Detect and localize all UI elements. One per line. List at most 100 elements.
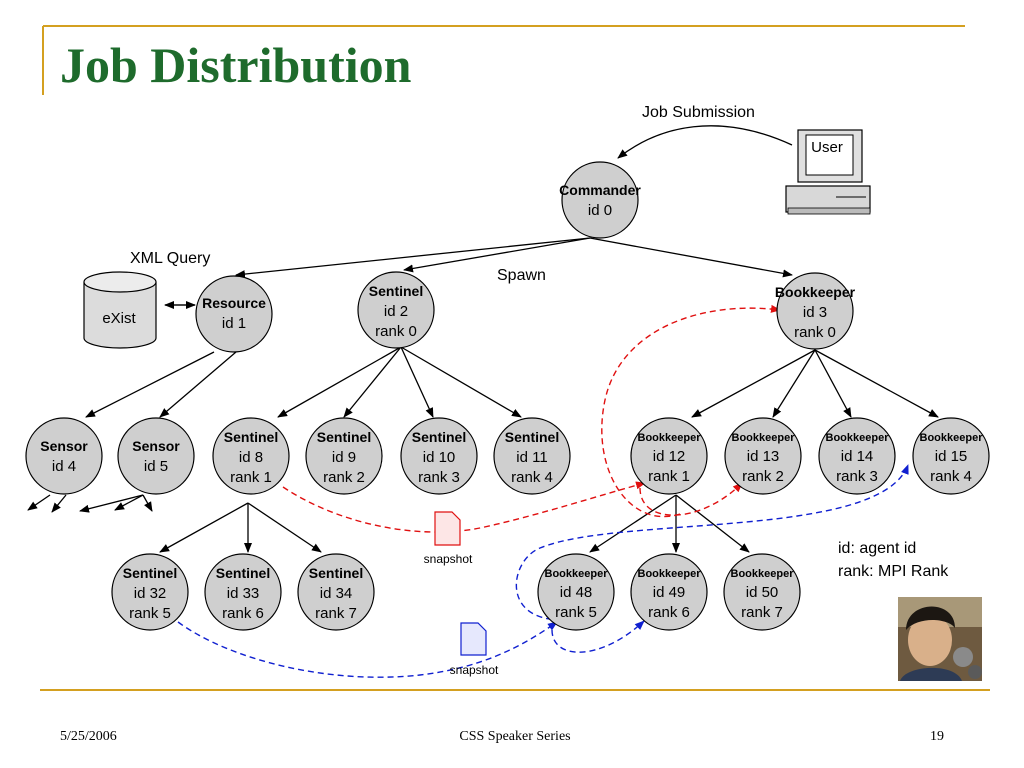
node-rank: rank 1: [648, 468, 690, 485]
node-id: id 33: [227, 585, 260, 602]
node-resource: Resource id 1: [195, 275, 273, 353]
legend-id: id: agent id: [838, 540, 916, 557]
node-sensor-4: Sensor id 4: [25, 417, 103, 495]
node-sentinel-9: Sentinel id 9 rank 2: [305, 417, 383, 495]
node-sentinel-11: Sentinel id 11 rank 4: [493, 417, 571, 495]
node-id: id 4: [52, 458, 76, 475]
agent-nodes: Commander id 0 Resource id 1 Sentinel id…: [25, 161, 990, 631]
node-id: id 14: [841, 448, 874, 465]
node-name: Bookkeeper: [638, 432, 702, 444]
legend-rank: rank: MPI Rank: [838, 563, 949, 580]
presenter-photo: [898, 597, 982, 681]
xml-query-label: XML Query: [130, 250, 210, 267]
node-name: Sentinel: [412, 429, 466, 445]
node-rank: rank 3: [418, 469, 460, 486]
node-sentinel-33: Sentinel id 33 rank 6: [204, 553, 282, 631]
node-rank: rank 4: [511, 469, 553, 486]
node-id: id 3: [803, 304, 827, 321]
node-id: id 32: [134, 585, 167, 602]
node-bookkeeper-48: Bookkeeper id 48 rank 5: [537, 553, 615, 631]
tree-edges: [27, 125, 939, 553]
node-rank: rank 7: [741, 604, 783, 621]
footer-page-number: 19: [930, 729, 944, 744]
node-rank: rank 1: [230, 469, 272, 486]
spawn-label: Spawn: [497, 267, 546, 284]
node-rank: rank 0: [375, 323, 417, 340]
node-name: Commander: [559, 182, 641, 198]
node-rank: rank 6: [648, 604, 690, 621]
node-commander: Commander id 0: [559, 161, 641, 239]
node-name: Sentinel: [309, 565, 363, 581]
node-rank: rank 0: [794, 324, 836, 341]
node-name: Sentinel: [123, 565, 177, 581]
node-name: Sensor: [40, 438, 88, 454]
footer-center: CSS Speaker Series: [459, 729, 571, 744]
node-name: Resource: [202, 295, 266, 311]
footer-date: 5/25/2006: [60, 729, 117, 744]
node-id: id 11: [516, 449, 547, 466]
snapshot-red-label: snapshot: [424, 552, 473, 566]
snapshot-blue-label: snapshot: [450, 663, 499, 677]
node-sentinel-32: Sentinel id 32 rank 5: [111, 553, 189, 631]
node-bookkeeper-3: Bookkeeper id 3 rank 0: [775, 272, 856, 350]
node-bookkeeper-12: Bookkeeper id 12 rank 1: [630, 417, 708, 495]
node-rank: rank 7: [315, 605, 357, 622]
node-id: id 5: [144, 458, 168, 475]
node-name: Bookkeeper: [638, 568, 702, 580]
red-snapshot-path: [282, 304, 781, 533]
exist-label: eXist: [102, 310, 136, 327]
node-id: id 9: [332, 449, 356, 466]
user-computer-icon: [785, 129, 871, 215]
blue-snapshot-path: [177, 464, 909, 678]
node-rank: rank 2: [323, 469, 365, 486]
node-id: id 10: [423, 449, 456, 466]
node-name: Sentinel: [224, 429, 278, 445]
node-name: Sentinel: [317, 429, 371, 445]
node-name: Bookkeeper: [732, 432, 796, 444]
node-id: id 0: [588, 202, 612, 219]
node-sentinel-2: Sentinel id 2 rank 0: [357, 271, 435, 349]
node-id: id 34: [320, 585, 353, 602]
node-sentinel-34: Sentinel id 34 rank 7: [297, 553, 375, 631]
node-name: Bookkeeper: [920, 432, 984, 444]
node-sentinel-8: Sentinel id 8 rank 1: [212, 417, 290, 495]
node-name: Sensor: [132, 438, 180, 454]
node-id: id 1: [222, 315, 246, 332]
job-submission-label: Job Submission: [642, 104, 755, 121]
node-bookkeeper-13: Bookkeeper id 13 rank 2: [724, 417, 802, 495]
node-id: id 2: [384, 303, 408, 320]
node-rank: rank 5: [555, 604, 597, 621]
node-bookkeeper-50: Bookkeeper id 50 rank 7: [723, 553, 801, 631]
node-id: id 15: [935, 448, 968, 465]
node-id: id 12: [653, 448, 686, 465]
node-name: Sentinel: [369, 283, 423, 299]
node-id: id 49: [653, 584, 686, 601]
node-sensor-5: Sensor id 5: [117, 417, 195, 495]
node-bookkeeper-14: Bookkeeper id 14 rank 3: [818, 417, 896, 495]
node-sentinel-10: Sentinel id 10 rank 3: [400, 417, 478, 495]
node-rank: rank 5: [129, 605, 171, 622]
node-rank: rank 4: [930, 468, 972, 485]
node-name: Bookkeeper: [731, 568, 795, 580]
node-name: Bookkeeper: [775, 284, 856, 300]
user-label: User: [811, 139, 843, 156]
node-name: Bookkeeper: [545, 568, 609, 580]
snapshot-doc-blue-icon: [460, 622, 487, 656]
exist-database-icon: [83, 271, 157, 349]
node-rank: rank 2: [742, 468, 784, 485]
node-name: Bookkeeper: [826, 432, 890, 444]
node-id: id 13: [747, 448, 780, 465]
node-name: Sentinel: [505, 429, 559, 445]
node-rank: rank 6: [222, 605, 264, 622]
node-rank: rank 3: [836, 468, 878, 485]
node-bookkeeper-49: Bookkeeper id 49 rank 6: [630, 553, 708, 631]
slide-title: Job Distribution: [60, 37, 412, 93]
node-name: Sentinel: [216, 565, 270, 581]
node-id: id 50: [746, 584, 779, 601]
node-id: id 8: [239, 449, 263, 466]
node-id: id 48: [560, 584, 593, 601]
node-bookkeeper-15: Bookkeeper id 15 rank 4: [912, 417, 990, 495]
snapshot-doc-red-icon: [434, 511, 461, 546]
